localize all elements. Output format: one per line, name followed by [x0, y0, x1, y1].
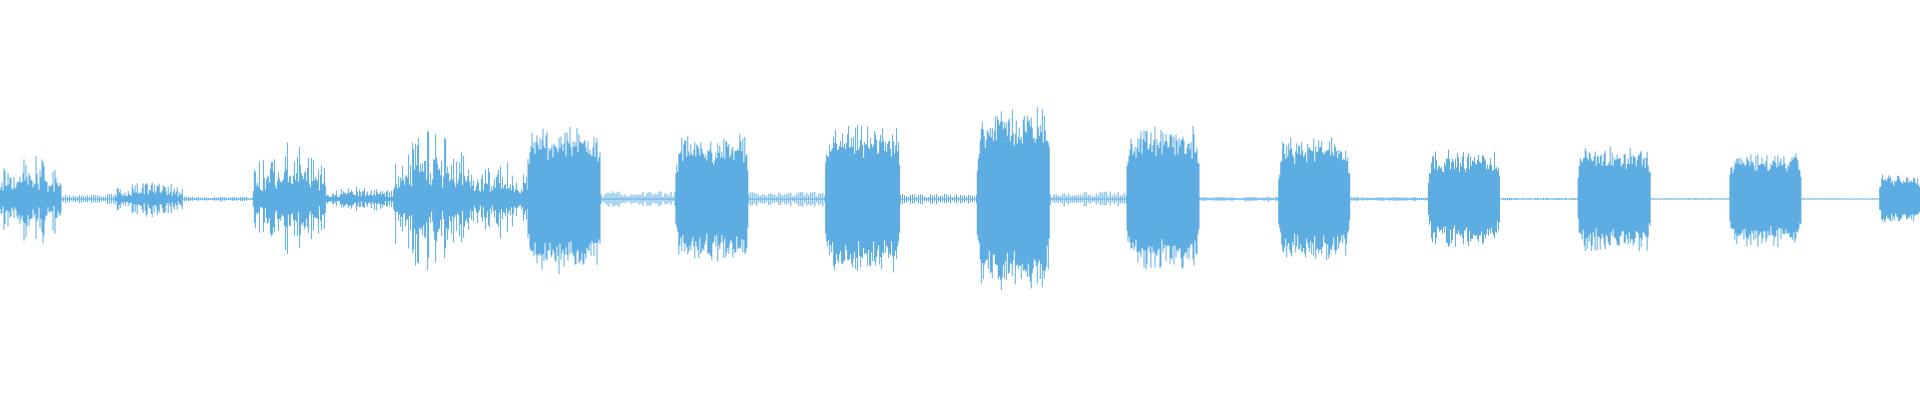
- waveform-segment-bars: [1577, 146, 1651, 252]
- waveform-segment: [1049, 191, 1127, 207]
- waveform-segment-bars: [600, 191, 676, 207]
- waveform-segment: [181, 196, 253, 202]
- waveform-segment-bars: [252, 142, 326, 254]
- waveform-segment-bars: [325, 187, 394, 211]
- waveform-segment: [0, 156, 62, 244]
- waveform-segment-bars: [469, 162, 528, 239]
- waveform-segment-bars: [181, 196, 253, 202]
- waveform-segment: [1428, 149, 1500, 247]
- waveform-segment: [900, 193, 977, 205]
- waveform-segment: [748, 191, 826, 207]
- waveform-segment: [825, 124, 901, 273]
- waveform-segment-bars: [1499, 197, 1578, 201]
- waveform-segment: [1126, 126, 1200, 270]
- waveform-segment: [252, 142, 326, 254]
- waveform-segment: [1800, 198, 1880, 200]
- waveform-segment-bars: [1879, 174, 1920, 223]
- waveform-segment-bars: [825, 124, 901, 273]
- waveform-bars: [0, 107, 1920, 291]
- waveform-segment-bars: [1126, 126, 1200, 270]
- waveform-segment-bars: [900, 193, 977, 205]
- waveform-segment: [1577, 146, 1651, 252]
- waveform-segment-bars: [1278, 137, 1351, 260]
- waveform-segment-bars: [1800, 198, 1880, 200]
- waveform-segment: [1278, 137, 1351, 260]
- waveform-segment-bars: [675, 134, 749, 262]
- waveform-segment-bars: [527, 126, 601, 275]
- waveform-segment-bars: [1729, 153, 1802, 247]
- waveform-segment: [600, 191, 676, 207]
- waveform-segment-bars: [0, 156, 62, 244]
- waveform-segment-bars: [1650, 198, 1730, 200]
- waveform-segment-bars: [976, 107, 1050, 291]
- waveform-segment: [527, 126, 601, 275]
- waveform-segment: [325, 187, 394, 211]
- waveform-segment-bars: [1199, 196, 1279, 202]
- waveform-segment: [1879, 174, 1920, 223]
- waveform-segment-bars: [1428, 149, 1500, 247]
- waveform-segment-bars: [60, 193, 114, 204]
- waveform-segment: [1349, 196, 1429, 202]
- waveform-segment-bars: [114, 182, 183, 217]
- waveform-segment-bars: [1349, 196, 1429, 202]
- waveform-segment-bars: [748, 191, 826, 207]
- waveform-segment: [1650, 198, 1730, 200]
- waveform-segment: [393, 131, 471, 271]
- waveform-segment: [675, 134, 749, 262]
- waveform-segment: [1499, 197, 1578, 201]
- waveform-segment: [469, 162, 528, 239]
- waveform-segment: [114, 182, 183, 217]
- waveform-segment: [976, 107, 1050, 291]
- waveform-segment: [1729, 153, 1802, 247]
- waveform-segment-bars: [1049, 191, 1127, 207]
- waveform-segment-bars: [393, 131, 471, 271]
- waveform-segment: [1199, 196, 1279, 202]
- waveform-segment: [60, 193, 114, 204]
